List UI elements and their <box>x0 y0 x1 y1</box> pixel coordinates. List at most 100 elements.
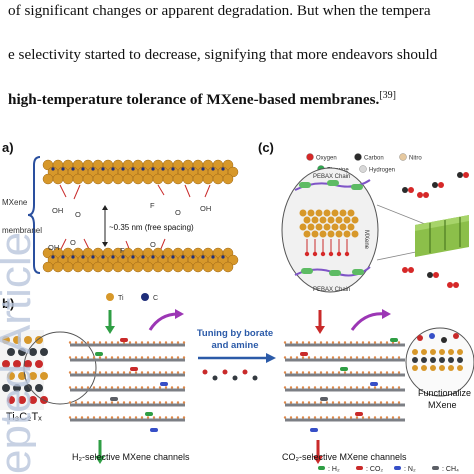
surface-atom <box>134 401 138 404</box>
surface-atom <box>98 371 102 374</box>
surface-atom <box>170 386 174 389</box>
gas-molecule <box>145 412 153 416</box>
surface-atom <box>319 416 323 419</box>
c-atom <box>221 255 225 259</box>
surface-atom <box>313 386 317 389</box>
ti-atom <box>192 261 204 273</box>
ti-legend-label: Ti <box>118 295 124 302</box>
surface-atom <box>379 341 383 344</box>
c-atom <box>221 167 225 171</box>
surface-atom <box>110 416 114 419</box>
surface-atom <box>313 401 317 404</box>
surface-atom <box>313 371 317 374</box>
surface-atom <box>367 416 371 419</box>
crystal-atom <box>7 372 15 380</box>
element-legend-dot <box>306 153 314 161</box>
surface-atom <box>289 341 293 344</box>
oxygen-atom <box>336 251 342 257</box>
surface-atom <box>295 416 299 419</box>
gas-legend-swatch <box>432 466 439 470</box>
surface-atom <box>122 356 126 359</box>
c-atom <box>171 167 175 171</box>
molecule-atom <box>252 375 258 381</box>
surface-atom <box>134 371 138 374</box>
surface-atom <box>397 356 401 359</box>
ti-atom <box>72 173 84 185</box>
molecule-atom <box>222 369 228 375</box>
gas-molecule <box>310 428 318 432</box>
surface-atom <box>164 386 168 389</box>
element-legend-label: Hydrogen <box>369 168 395 174</box>
surface-atom <box>397 416 401 419</box>
surface-atom <box>158 386 162 389</box>
mxene-sheet-closeup <box>299 209 359 257</box>
top-ti-layer <box>42 159 239 252</box>
surface-atom <box>170 356 174 359</box>
surface-atom <box>122 371 126 374</box>
c-atom <box>171 255 175 259</box>
surface-atom <box>98 341 102 344</box>
surface-atom <box>92 371 96 374</box>
paragraph-line-3: high-temperature tolerance of MXene-base… <box>8 90 396 109</box>
molecule-atom <box>433 272 439 278</box>
surface-atom <box>361 356 365 359</box>
reference-marker: [39] <box>379 90 396 101</box>
gas-legend-swatch <box>356 466 363 470</box>
surface-atom <box>74 371 78 374</box>
gas-molecule <box>150 428 158 432</box>
surface-atom <box>337 356 341 359</box>
ti-legend-dot <box>106 293 114 301</box>
zoom-atom <box>412 365 418 371</box>
molecule-atom <box>202 369 208 375</box>
gas-molecule <box>390 338 398 342</box>
surface-atom <box>110 401 114 404</box>
surface-atom <box>325 341 329 344</box>
c-atom <box>161 167 165 171</box>
surface-atom <box>68 341 72 344</box>
zoom-atom <box>430 349 436 355</box>
surface-atom <box>379 416 383 419</box>
surface-atom <box>152 416 156 419</box>
crystal-atom <box>24 384 32 392</box>
surface-atom <box>152 341 156 344</box>
zoom-atom <box>457 365 463 371</box>
surface-atom <box>164 356 168 359</box>
c-atom <box>71 255 75 259</box>
chain-tag <box>327 180 339 186</box>
gas-molecule <box>160 382 168 386</box>
gas-molecule <box>370 382 378 386</box>
surface-atom <box>349 356 353 359</box>
panel-c-label: (c) <box>258 140 274 155</box>
surface-atom <box>283 341 287 344</box>
ti-atom <box>132 261 144 273</box>
functionalized-zoom <box>412 333 463 371</box>
surface-atom <box>355 371 359 374</box>
ti-atom <box>343 216 351 224</box>
ti-atom <box>323 223 331 231</box>
surface-atom <box>146 371 150 374</box>
surface-atom <box>355 341 359 344</box>
zoom-atom <box>441 337 447 343</box>
co2-caption: CO₂-selective MXene channels <box>282 452 407 462</box>
surface-atom <box>331 371 335 374</box>
ti-atom <box>52 261 64 273</box>
surface-atom <box>116 356 120 359</box>
surface-atom <box>146 356 150 359</box>
surface-atom <box>331 386 335 389</box>
ti-atom <box>132 173 144 185</box>
termination-label-5: OH <box>200 204 211 213</box>
surface-atom <box>373 386 377 389</box>
oxygen-atom <box>344 251 350 257</box>
crystal-atom <box>18 396 26 404</box>
surface-atom <box>134 356 138 359</box>
surface-atom <box>301 356 305 359</box>
surface-atom <box>68 371 72 374</box>
surface-atom <box>349 401 353 404</box>
molecule-atom <box>408 267 414 273</box>
gas-legend-label: : CH₄ <box>442 466 459 473</box>
gas-legend: : H₂: CO₂: N₂: CH₄ <box>318 466 459 473</box>
panel-a-label: a) <box>2 140 14 155</box>
surface-atom <box>325 386 329 389</box>
surface-atom <box>355 356 359 359</box>
ti-atom <box>212 173 224 185</box>
